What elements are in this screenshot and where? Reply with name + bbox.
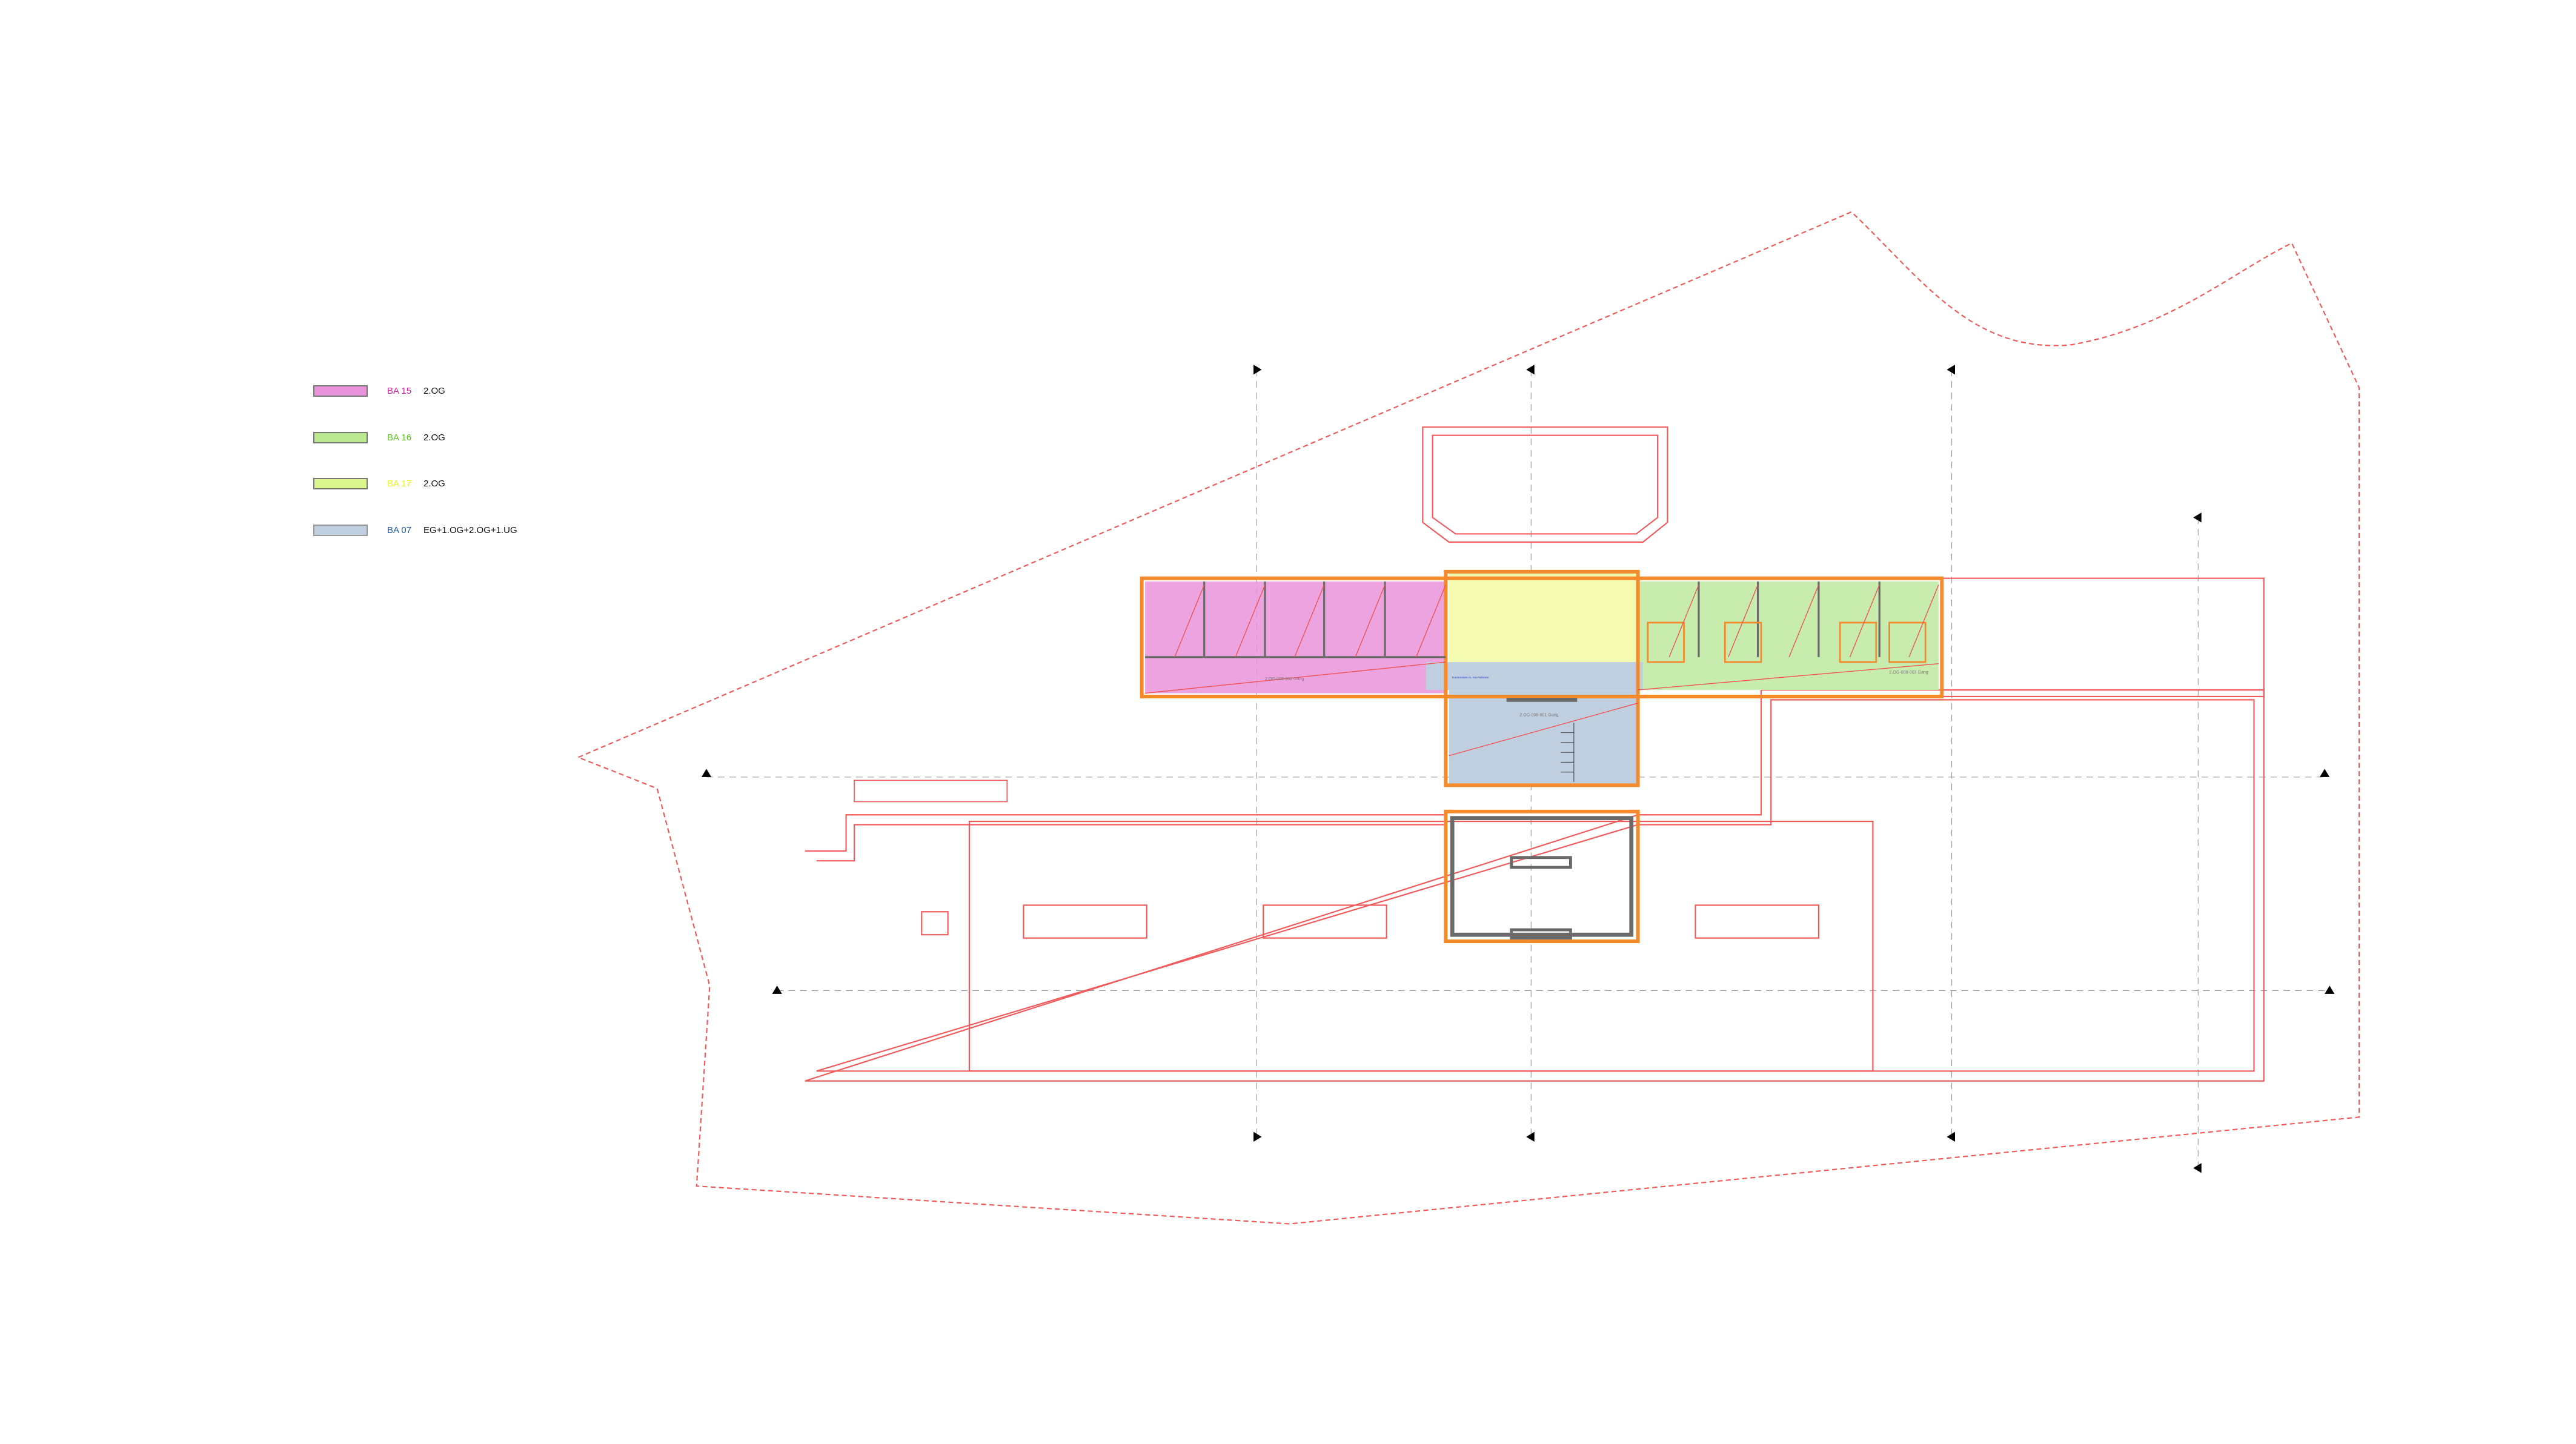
legend-item-ba07: BA 07 EG+1.OG+2.OG+1.UG: [313, 525, 517, 536]
legend-swatch: [313, 525, 368, 536]
zone-ba07-core: [1449, 690, 1638, 786]
room-label-corridor-core: 2.OG-008-001 Gang: [1519, 714, 1558, 718]
zone-ba17: [1449, 571, 1638, 664]
legend-code: BA 16: [387, 432, 412, 443]
room-label-corridor-west: 2.OG-008-002 Gang: [1265, 677, 1304, 681]
legend-level: 2.OG: [423, 479, 445, 489]
legend-swatch: [313, 385, 368, 397]
inner-walls: [1145, 581, 1881, 940]
legend-swatch: [313, 432, 368, 443]
legend-level: 2.OG: [423, 386, 445, 396]
bathroom-core-ba16: [1647, 621, 1927, 663]
zone-ba15: [1145, 581, 1446, 694]
walls: [1140, 569, 1944, 944]
legend-code: BA 15: [387, 386, 412, 396]
stair: [1561, 723, 1575, 782]
legend-level: 2.OG: [423, 432, 445, 443]
section-markers: [701, 365, 2335, 1173]
legend-item-ba16: BA 16 2.OG: [313, 432, 445, 443]
legend-level: EG+1.OG+2.OG+1.UG: [423, 525, 517, 535]
site-boundary: [576, 211, 2360, 1225]
room-label-corridor-east: 2.OG-008-003 Gang: [1889, 671, 1928, 675]
legend-code: BA 07: [387, 525, 412, 535]
legend-item-ba17: BA 17 2.OG: [313, 478, 445, 489]
diagonal-markups: [1145, 585, 1939, 757]
zone-ba07-corridor: [1426, 662, 1643, 691]
roof-light-outline: [1422, 426, 1668, 543]
legend-item-ba15: BA 15 2.OG: [313, 385, 445, 397]
window-note: Kamineisen m. Alu-Rahmen: [1452, 676, 1489, 680]
lower-roof-outline: [805, 577, 2265, 1082]
legend-swatch: [313, 478, 368, 489]
legend-code: BA 17: [387, 479, 412, 489]
